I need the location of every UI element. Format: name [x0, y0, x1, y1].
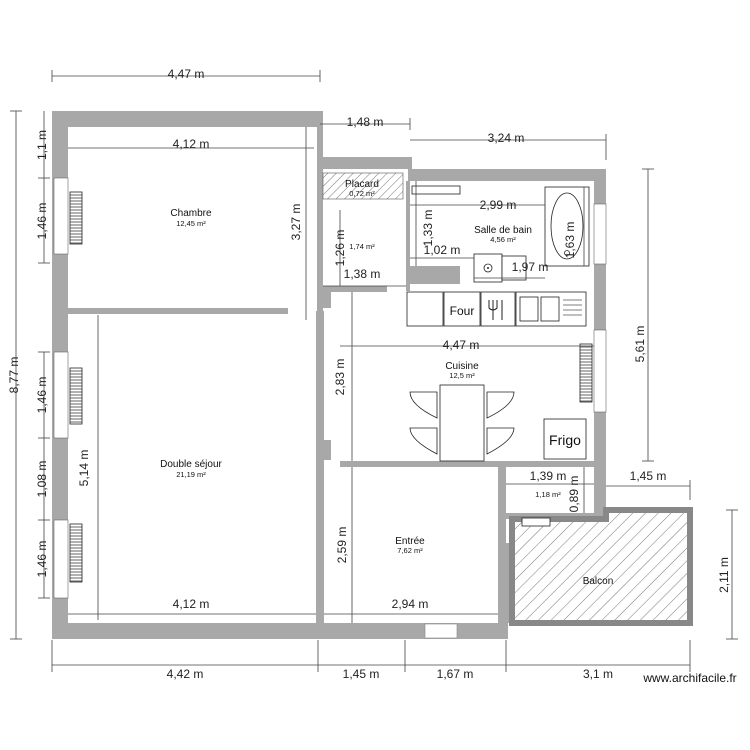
- dim-sejour-width-bottom: 4,12 m: [173, 597, 210, 611]
- radiator-icon: [69, 191, 83, 245]
- room-labels: Chambre 12,45 m² Placard 0,72 m² 1,74 m²…: [160, 179, 613, 587]
- dim-balcony-top: 1,45 m: [630, 469, 667, 483]
- dim-bottom-3-1: 3,1 m: [583, 667, 613, 681]
- window-sejour-2: [53, 519, 69, 599]
- room-area-cuisine: 12,5 m²: [449, 371, 475, 380]
- dim-bottom-4-42: 4,42 m: [167, 667, 204, 681]
- oven: Four: [450, 304, 475, 318]
- kitchen-sink: [519, 296, 582, 322]
- dim-bath-top: 3,24 m: [488, 131, 525, 145]
- window-bath: [593, 203, 607, 265]
- room-name-placard: Placard: [345, 179, 379, 190]
- room-area-sejour: 21,19 m²: [176, 470, 206, 479]
- room-name-sejour: Double séjour: [160, 459, 222, 470]
- window-cuisine: [593, 329, 607, 413]
- dim-total-height: 8,77 m: [7, 357, 21, 394]
- dim-bathtub-height: 1,63 m: [563, 222, 577, 259]
- placard-hatch: [322, 172, 404, 200]
- radiator-icon: [579, 343, 593, 403]
- dim-placard-width: 1,48 m: [347, 115, 384, 129]
- dim-left-1-1: 1,1 m: [35, 130, 49, 160]
- dim-left-1-08: 1,08 m: [35, 461, 49, 498]
- dim-kitchen-height: 2,83 m: [333, 359, 347, 396]
- walls: [52, 111, 606, 639]
- dim-bath-sink: 1,97 m: [512, 260, 549, 274]
- radiators: [69, 191, 593, 583]
- room-name-chambre: Chambre: [170, 208, 212, 219]
- fridge: Frigo: [543, 418, 587, 460]
- dim-right-height: 5,61 m: [633, 326, 647, 363]
- dimension-lines: [10, 70, 738, 672]
- bathtub: [544, 186, 590, 267]
- dim-hall-width: 1,38 m: [344, 267, 381, 281]
- dim-bottom-1-45: 1,45 m: [343, 667, 380, 681]
- dim-wc-width: 1,39 m: [530, 469, 567, 483]
- oven-label: Four: [450, 304, 475, 318]
- dim-sejour-height: 5,14 m: [77, 450, 91, 487]
- dim-top-width: 4,47 m: [168, 67, 205, 81]
- brand-watermark: www.archifacile.fr: [642, 671, 736, 685]
- bath-sink: [473, 253, 503, 283]
- dim-bath-inner-width: 2,99 m: [480, 198, 517, 212]
- dim-left-1-46-c: 1,46 m: [35, 541, 49, 578]
- window-chambre: [53, 177, 69, 255]
- room-name-salle-de-bain: Salle de bain: [474, 225, 532, 236]
- cutlery-icon: [488, 300, 503, 320]
- washing-machine: [501, 255, 527, 281]
- room-name-cuisine: Cuisine: [445, 361, 479, 372]
- window-sejour-1: [53, 351, 69, 439]
- room-area-chambre: 12,45 m²: [176, 219, 206, 228]
- room-area-placard: 0,72 m²: [349, 189, 375, 198]
- dim-left-1-46-b: 1,46 m: [35, 377, 49, 414]
- dim-chambre-height: 3,27 m: [289, 204, 303, 241]
- room-area-hall: 1,74 m²: [349, 242, 375, 251]
- dim-chambre-width: 4,12 m: [173, 137, 210, 151]
- dim-balcony-height: 2,11 m: [717, 557, 731, 593]
- wc-toilet: [521, 517, 551, 527]
- dim-entree-width: 2,94 m: [392, 597, 429, 611]
- room-area-entree: 7,62 m²: [397, 546, 423, 555]
- dim-kitchen-width: 4,47 m: [443, 338, 480, 352]
- radiator-icon: [69, 367, 83, 425]
- bath-radiator: [411, 185, 461, 195]
- dining-table: [409, 384, 515, 462]
- room-area-salle-de-bain: 4,56 m²: [490, 235, 516, 244]
- dim-hall-small: 1,02 m: [424, 243, 461, 257]
- dimension-labels: 4,47 m 4,12 m 1,48 m 3,24 m 8,77 m 1,1 m…: [7, 67, 731, 681]
- room-name-balcon: Balcon: [583, 576, 614, 587]
- fridge-label: Frigo: [549, 432, 581, 448]
- room-name-entree: Entrée: [395, 536, 425, 547]
- dim-left-1-46-a: 1,46 m: [35, 203, 49, 240]
- dim-bottom-1-67: 1,67 m: [437, 667, 474, 681]
- room-area-wc: 1,18 m²: [535, 490, 561, 499]
- windows: [53, 177, 607, 599]
- dim-wc-height: 0,89 m: [567, 476, 581, 513]
- dim-entree-height: 2,59 m: [335, 527, 349, 564]
- balcony: [509, 507, 693, 626]
- radiator-icon: [69, 523, 83, 583]
- dim-bath-left-height: 1,33 m: [421, 210, 435, 247]
- dim-hall-height: 1,26 m: [333, 230, 347, 267]
